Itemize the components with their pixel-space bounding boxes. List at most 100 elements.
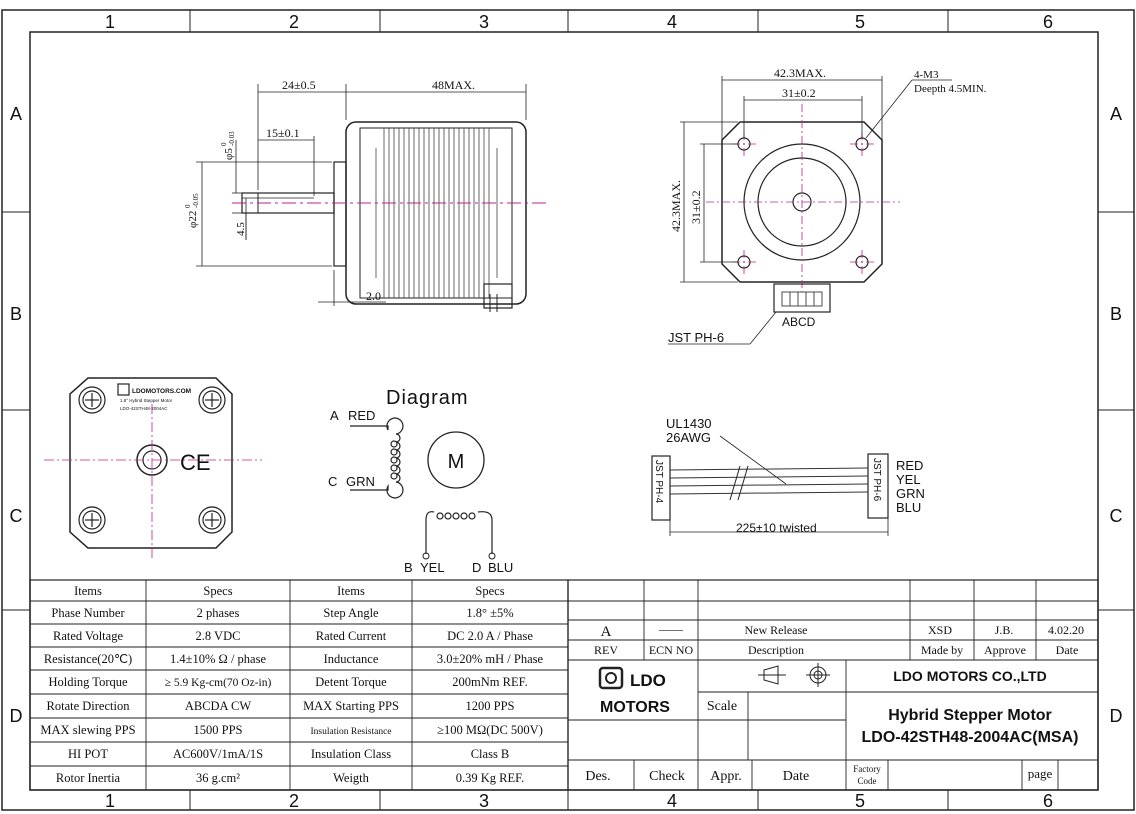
made-by-value: XSD [928,623,952,637]
phase-d-label: D [472,560,481,575]
specs-cell: Insulation Class [311,747,391,761]
dim-hole-pitch: 31±0.2 [782,86,816,100]
projection-symbol-icon [758,663,830,687]
note-depth: Deepth 4.5MIN. [914,83,987,95]
approve-value: J.B. [995,623,1014,637]
dim-boss-height: 2.0 [366,289,381,303]
front-view: 42.3MAX. 31±0.2 42.3MAX. 31±0.2 4-M3 Dee… [668,66,987,345]
back-centerlines [44,404,262,560]
specs-cell: 2 phases [197,606,240,620]
col-label-top: 5 [855,12,865,32]
row-label-left: B [10,304,22,324]
motor-body-inner [359,127,513,299]
col-label-top: 6 [1043,12,1053,32]
specs-cell: 1200 PPS [466,699,515,713]
dim-shaft-dia-tol-bot: -0.03 [228,131,236,146]
specs-cell: 1.8° ±5% [466,606,513,620]
logo-line1: LDO [630,671,666,690]
cable-right-connector [867,453,889,519]
specs-header: Specs [475,584,504,598]
row-label-right: B [1110,304,1122,324]
dim-boss-dia-tol-bot: -0.05 [192,193,200,208]
dim-flat-length: 15±0.1 [266,126,300,140]
specs-cell: Rated Voltage [53,629,123,643]
des-label: Des. [585,769,610,784]
cable-spec-2: 26AWG [666,430,711,445]
phase-a-label: A [330,408,339,423]
row-label-right: A [1110,104,1122,124]
specs-cell: Resistance(20℃) [44,652,132,666]
cable-left-connector-label: JST PH-4 [653,460,664,504]
description-header: Description [748,643,804,657]
specs-header: Specs [203,584,232,598]
specs-cell: Class B [471,747,510,761]
front-flange [721,121,883,283]
dim-flat-depth: 4.5 [235,222,247,236]
specs-cell: Weigth [333,771,370,785]
dim-boss-dia-tol-top: 0 [184,204,192,208]
row-label-left: C [10,506,23,526]
cooling-fins [375,128,498,298]
screw-icon [198,506,226,534]
specs-cell: MAX Starting PPS [303,699,399,713]
specs-cell: 2.8 VDC [196,629,241,643]
specs-cell: 3.0±20% mH / Phase [437,652,544,666]
specs-cell: DC 2.0 A / Phase [447,629,533,643]
factory-code-1: Factory [853,764,881,774]
col-label-bottom: 3 [479,791,489,811]
col-label-bottom: 2 [289,791,299,811]
specs-cell: Step Angle [323,606,379,620]
row-labels-left: A B C D [10,104,23,726]
col-label-bottom: 4 [667,791,677,811]
row-label-right: D [1110,706,1123,726]
specs-cell: Insulation Resistance [311,727,392,737]
company-name: LDO MOTORS CO.,LTD [893,668,1046,684]
phase-b-label: B [404,560,413,575]
phase-c-label: C [328,474,337,489]
specs-table: Items Specs Items Specs Phase Number 2 p… [29,579,569,791]
specs-header: Items [74,584,102,598]
cable-right-connector-label: JST PH-6 [871,458,882,502]
specs-cell: Detent Torque [315,675,387,689]
specs-cell: Rated Current [316,629,387,643]
specs-cell: Phase Number [51,606,125,620]
ldo-logo: LDO MOTORS [598,666,670,716]
row-label-left: D [10,706,23,726]
dim-boss-dia: φ22 [187,211,199,228]
note-thread: 4-M3 [914,69,939,81]
wiring-diagram: Diagram M A RED C GRN B YEL D BLU [328,387,513,575]
front-dimension-lines [668,76,952,345]
specs-cell: AC600V/1mA/1S [173,747,263,761]
side-dimension-lines [196,84,527,306]
made-by-header: Made by [921,643,963,657]
diagram-title: Diagram [386,387,469,409]
dim-shaft-length: 24±0.5 [282,78,316,92]
specs-cell: Rotor Inertia [56,771,121,785]
specs-cell: HI POT [68,747,108,761]
dim-front-width: 42.3MAX. [774,66,826,80]
appr-label: Appr. [710,769,742,784]
date-header: Date [1056,643,1079,657]
cable-wire-grn: GRN [896,486,925,501]
screw-icon [198,386,226,414]
label-logo-icon [117,383,130,396]
ce-mark: CE [180,450,211,475]
motor-boss [333,161,347,267]
product-name: Hybrid Stepper Motor [888,707,1052,724]
check-label: Check [649,769,685,784]
specs-cell: 1500 PPS [194,723,243,737]
row-labels-right: A B C D [1110,104,1123,726]
scale-label: Scale [707,699,737,714]
dim-shaft-dia: φ5 [223,148,235,160]
specs-cell: 1.4±10% Ω / phase [170,652,266,666]
specs-cell: ABCDA CW [185,699,252,713]
specs-cell: 0.39 Kg REF. [456,771,524,785]
motor-symbol-label: M [448,451,465,473]
specs-cell: ≥ 5.9 Kg-cm(70 Oz-in) [165,677,272,689]
phase-a-color: RED [348,408,375,423]
date-label: Date [783,769,809,784]
col-label-top: 2 [289,12,299,32]
col-label-top: 3 [479,12,489,32]
col-label-top: 1 [105,12,115,32]
front-connector [773,283,831,313]
